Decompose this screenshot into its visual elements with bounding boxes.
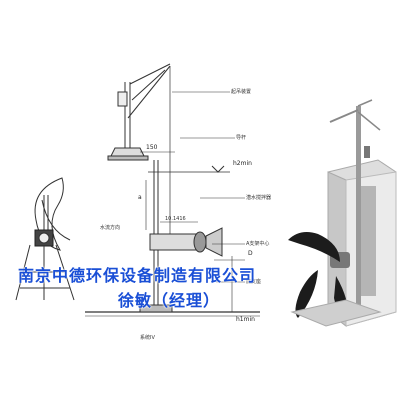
- mixer-3d-render: [288, 99, 397, 328]
- label-support-center: A支架中心: [246, 241, 270, 247]
- label-lift-device: 起吊装置: [231, 89, 252, 95]
- label-h1: h1min: [236, 316, 255, 323]
- label-flow-direction: 水流方向: [100, 225, 121, 231]
- label-a: a: [138, 194, 142, 201]
- label-d: D: [248, 250, 253, 257]
- left-mixer-sketch: [15, 177, 75, 301]
- technical-drawing: [85, 63, 260, 317]
- label-submersible-mixer: 潜水搅拌器: [246, 195, 272, 201]
- label-angle: 10.1416: [165, 216, 186, 222]
- label-water-level: h2min: [233, 160, 252, 167]
- watermark-company: 南京中德环保设备制造有限公司: [18, 266, 257, 285]
- watermark-contact: 徐敏（经理）: [118, 291, 221, 310]
- label-base: 底支座: [246, 279, 262, 285]
- label-dim-150: 150: [146, 144, 158, 151]
- label-guide-rod: 导杆: [236, 135, 247, 141]
- label-system: 系统IV: [140, 335, 155, 341]
